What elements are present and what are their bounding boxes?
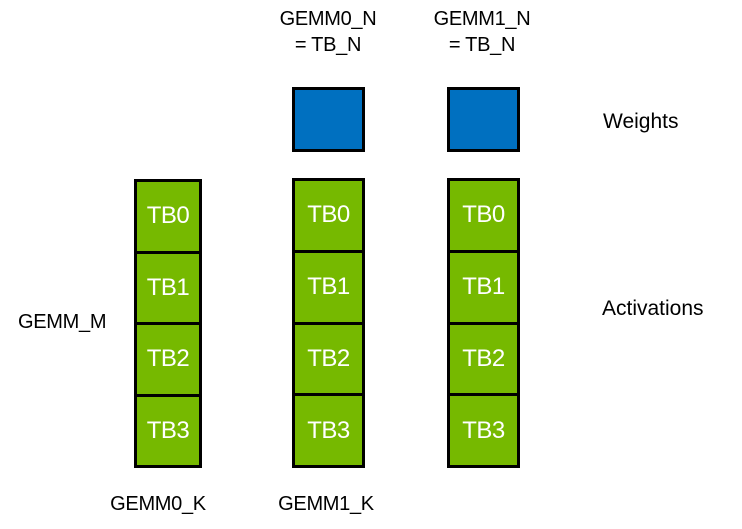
gemm0-k-label: GEMM0_K	[110, 493, 206, 515]
gemm1-n-label-line2: = TB_N	[448, 34, 516, 56]
gemm0-n-label: GEMM0_N = TB_N	[280, 6, 377, 58]
gemm1-n-label: GEMM1_N = TB_N	[434, 6, 531, 58]
activation-column-gemm0-input: TB0 TB1 TB2 TB3	[134, 179, 202, 468]
tb-cell: TB0	[295, 181, 362, 250]
tb-cell: TB3	[295, 393, 362, 465]
tb-cell: TB1	[295, 249, 362, 322]
tb-cell: TB2	[137, 322, 199, 394]
tb-cell: TB1	[137, 250, 199, 322]
gemm-m-label: GEMM_M	[18, 311, 107, 333]
tb-cell: TB2	[450, 321, 517, 394]
tb-cell: TB2	[295, 321, 362, 394]
activation-column-gemm1-output: TB0 TB1 TB2 TB3	[447, 178, 520, 468]
gemm0-n-label-line1: GEMM0_N	[279, 8, 377, 30]
tb-cell: TB0	[137, 182, 199, 251]
tb-cell: TB1	[450, 249, 517, 322]
weight-square-gemm0	[292, 87, 365, 152]
tb-cell: TB0	[450, 181, 517, 250]
gemm0-n-label-line2: = TB_N	[294, 34, 362, 56]
tb-cell: TB3	[450, 393, 517, 465]
gemm1-k-label: GEMM1_K	[278, 493, 374, 515]
activation-column-gemm1-input: TB0 TB1 TB2 TB3	[292, 178, 365, 468]
activations-label: Activations	[602, 297, 704, 320]
weight-square-gemm1	[447, 87, 520, 152]
weights-label: Weights	[603, 110, 679, 133]
gemm1-n-label-line1: GEMM1_N	[433, 8, 531, 30]
tb-cell: TB3	[137, 393, 199, 465]
